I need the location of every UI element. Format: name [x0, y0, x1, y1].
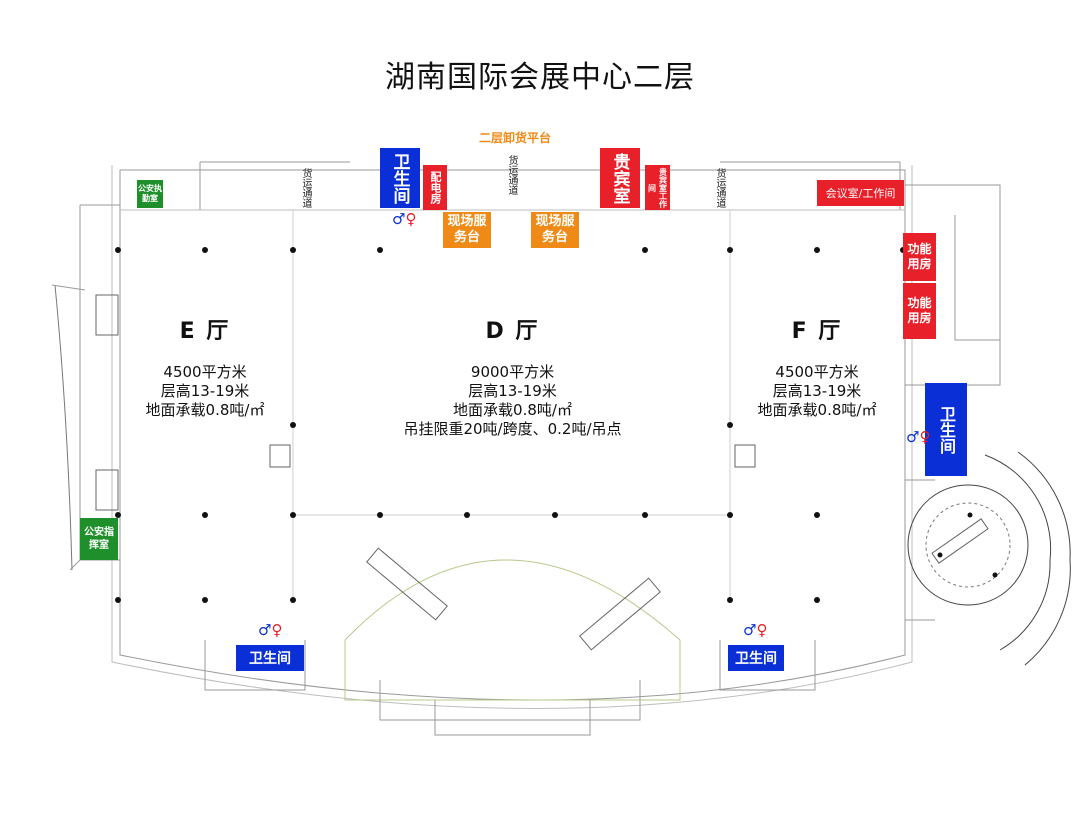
vip-office: 贵宾室工作间 — [645, 165, 670, 210]
male-icon: ♂ — [392, 210, 406, 228]
restroom-right-signs: ♂♀ — [906, 428, 930, 446]
restroom-bottom-right-signs: ♂♀ — [743, 621, 767, 639]
police-command-room: 公安指挥室 — [80, 518, 118, 560]
hall-f-height: 层高13-19米 — [772, 382, 862, 400]
hall-d-area: 9000平方米 — [470, 363, 555, 381]
restroom-bottom-left-signs: ♂♀ — [258, 621, 282, 639]
restroom-bottom-left: 卫生间 — [236, 645, 304, 671]
restroom-bottom-right: 卫生间 — [728, 645, 784, 671]
meeting-room: 会议室/工作间 — [817, 180, 904, 206]
power-room: 配电房 — [423, 165, 447, 210]
restroom-top: 卫生间 — [380, 148, 420, 208]
freight-corridor-3: 货运通道 — [714, 168, 725, 208]
hall-d-load: 地面承载0.8吨/㎡ — [453, 401, 572, 419]
female-icon: ♀ — [271, 621, 283, 639]
male-icon: ♂ — [258, 621, 272, 639]
vip-room: 贵宾室 — [600, 148, 640, 208]
restroom-right: 卫生间 — [925, 383, 967, 476]
male-icon: ♂ — [743, 621, 757, 639]
hall-f-load: 地面承载0.8吨/㎡ — [757, 401, 877, 419]
hall-e-height: 层高13-19米 — [160, 382, 250, 400]
hall-d-hang: 吊挂限重20吨/跨度、0.2吨/吊点 — [403, 420, 622, 438]
service-desk-1: 现场服务台 — [443, 212, 491, 248]
hall-f: F 厅 4500平方米 层高13-19米 地面承载0.8吨/㎡ — [732, 313, 902, 420]
function-room-1: 功能用房 — [903, 233, 936, 281]
page-title: 湖南国际会展中心二层 — [385, 60, 695, 95]
female-icon: ♀ — [756, 621, 768, 639]
freight-corridor-1: 货运通道 — [300, 168, 311, 208]
male-icon: ♂ — [906, 428, 920, 446]
female-icon: ♀ — [405, 210, 417, 228]
hall-f-name: F 厅 — [791, 319, 843, 344]
hall-d-name: D 厅 — [485, 319, 540, 344]
hall-d: D 厅 9000平方米 层高13-19米 地面承载0.8吨/㎡ 吊挂限重20吨/… — [295, 313, 730, 439]
hall-d-height: 层高13-19米 — [468, 382, 557, 400]
hall-e: E 厅 4500平方米 层高13-19米 地面承载0.8吨/㎡ — [120, 313, 290, 420]
hall-e-load: 地面承载0.8吨/㎡ — [145, 401, 265, 419]
freight-corridor-2: 货运通道 — [506, 155, 517, 195]
function-room-2: 功能用房 — [903, 283, 936, 339]
female-icon: ♀ — [919, 428, 931, 446]
dock-label: 二层卸货平台 — [478, 131, 551, 145]
hall-e-area: 4500平方米 — [163, 363, 247, 381]
hall-e-name: E 厅 — [179, 319, 231, 344]
restroom-top-signs: ♂♀ — [392, 210, 416, 228]
hall-f-area: 4500平方米 — [775, 363, 859, 381]
service-desk-2: 现场服务台 — [531, 212, 579, 248]
police-duty-room: 公安执勤室 — [137, 180, 163, 208]
